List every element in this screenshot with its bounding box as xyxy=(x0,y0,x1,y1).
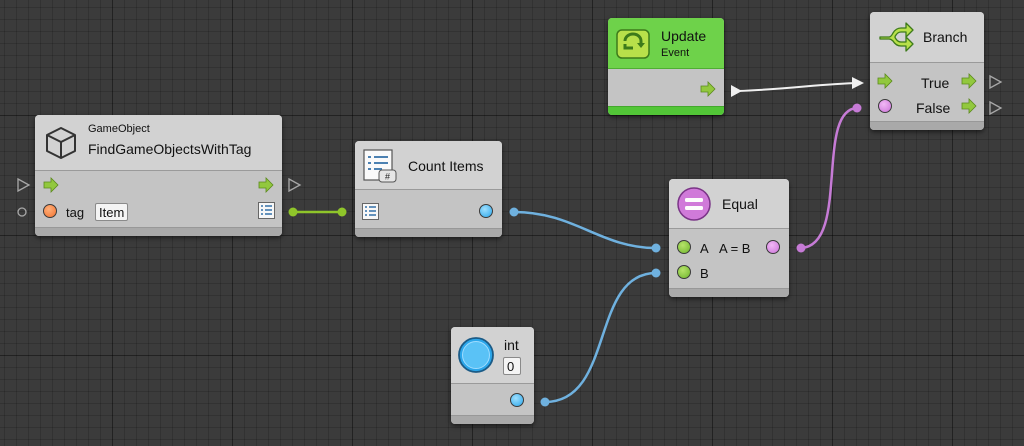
wire-b-end-dot xyxy=(651,268,661,278)
node-title: Equal xyxy=(722,196,758,212)
true-outer-port[interactable] xyxy=(989,74,1003,90)
tag-input-port[interactable] xyxy=(43,204,57,218)
wire-bool-end-dot xyxy=(852,103,862,113)
wire-list-end-dot xyxy=(337,207,347,217)
blue-circle-icon xyxy=(458,337,494,373)
loop-icon xyxy=(616,29,650,59)
wire-int-start-dot xyxy=(540,397,550,407)
cube-icon xyxy=(46,127,76,159)
flow-out-outer-port[interactable] xyxy=(288,177,302,193)
branch-icon xyxy=(879,22,914,52)
input-a-port[interactable] xyxy=(677,240,691,254)
input-a-label: A xyxy=(700,241,709,256)
true-out-arrow-icon[interactable] xyxy=(961,73,977,89)
wire-int-to-b[interactable] xyxy=(544,271,657,404)
node-title: Count Items xyxy=(408,158,484,174)
node-category: GameObject xyxy=(88,123,150,135)
input-b-label: B xyxy=(700,266,709,281)
int-output-port[interactable] xyxy=(510,393,524,407)
node-title: Branch xyxy=(923,29,968,45)
flow-in-arrow-icon[interactable] xyxy=(877,73,893,89)
node-title: Update xyxy=(661,28,707,44)
true-label: True xyxy=(921,75,950,91)
output-result-port[interactable] xyxy=(766,240,780,254)
wire-a-end-dot xyxy=(651,243,661,253)
flow-out-arrow-icon[interactable] xyxy=(700,81,716,97)
wire-update-to-branch[interactable] xyxy=(737,82,859,92)
list-output-icon[interactable] xyxy=(258,202,275,219)
count-items-node[interactable]: # Count Items xyxy=(355,141,502,237)
update-event-node[interactable]: Update Event xyxy=(608,18,724,115)
flow-out-arrow-icon[interactable] xyxy=(258,177,274,193)
flow-in-outer-port[interactable] xyxy=(17,177,31,193)
false-out-arrow-icon[interactable] xyxy=(961,98,977,114)
false-label: False xyxy=(916,100,951,116)
wire-list-start-dot xyxy=(288,207,298,217)
tag-label: tag xyxy=(66,205,85,220)
wire-bool-start-dot xyxy=(796,243,806,253)
tag-value-field[interactable]: Item xyxy=(95,203,129,221)
node-title: int xyxy=(504,337,519,353)
tag-outer-port[interactable] xyxy=(17,207,27,217)
input-b-port[interactable] xyxy=(677,265,691,279)
wire-bool[interactable] xyxy=(800,106,858,250)
condition-input-port[interactable] xyxy=(878,99,892,113)
output-label: A = B xyxy=(719,241,751,256)
wire-count-start-dot xyxy=(509,207,519,217)
int-value-field[interactable]: 0 xyxy=(503,357,521,375)
wire-arrow-start xyxy=(731,85,742,97)
list-count-icon: # xyxy=(363,149,397,183)
flow-in-arrow-icon[interactable] xyxy=(43,177,59,193)
count-output-port[interactable] xyxy=(479,204,493,218)
equals-icon xyxy=(677,187,711,221)
branch-node[interactable]: Branch True False xyxy=(870,12,984,130)
wire-count-to-a[interactable] xyxy=(513,210,657,250)
node-title: FindGameObjectsWithTag xyxy=(88,141,252,157)
node-subtitle: Event xyxy=(661,47,690,59)
wire-arrow-end xyxy=(852,77,864,89)
int-literal-node[interactable]: int 0 xyxy=(451,327,534,424)
find-game-objects-node[interactable]: GameObject FindGameObjectsWithTag tag It… xyxy=(35,115,282,236)
equal-node[interactable]: Equal A A = B B xyxy=(669,179,789,297)
false-outer-port[interactable] xyxy=(989,100,1003,116)
list-input-icon[interactable] xyxy=(362,203,379,220)
svg-text:#: # xyxy=(385,172,390,182)
